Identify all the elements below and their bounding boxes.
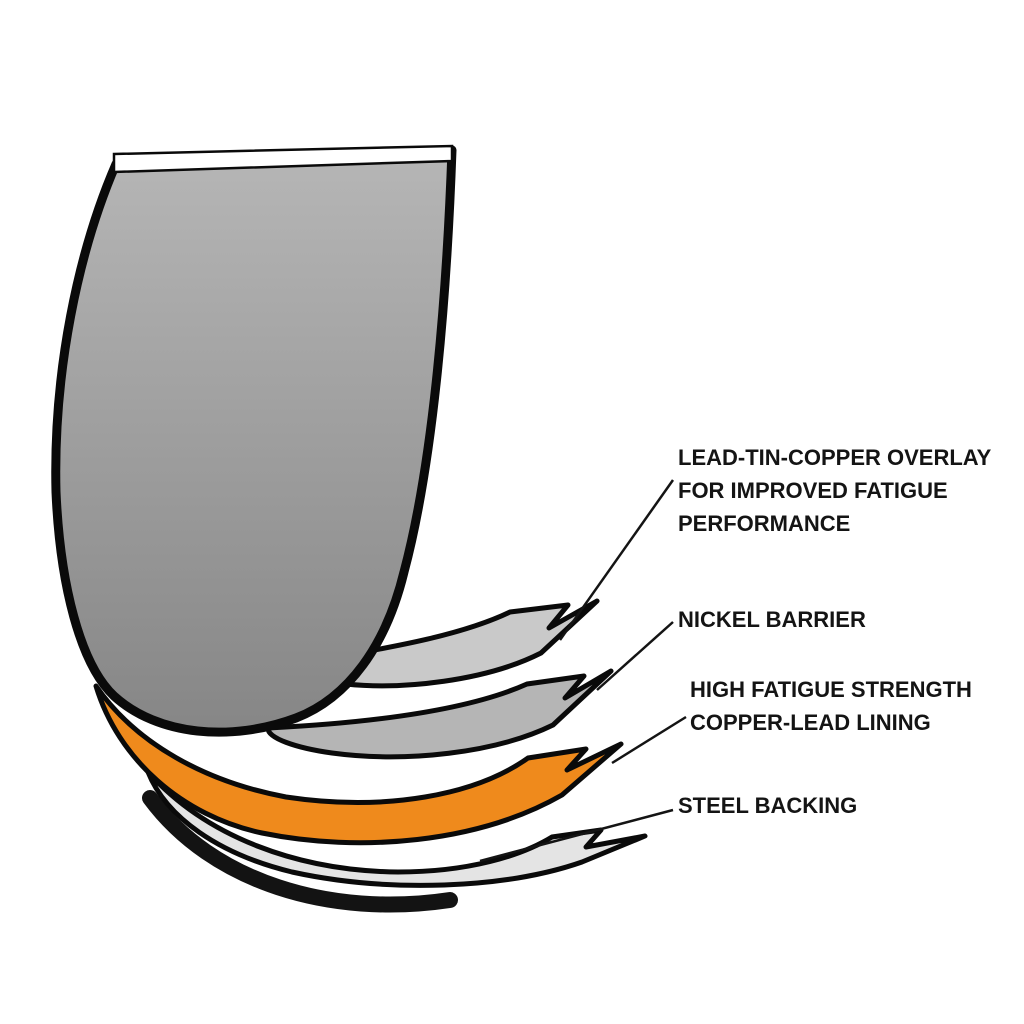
label-nickel-barrier: NICKEL BARRIER (678, 603, 866, 636)
label-overlay-line-3: PERFORMANCE (678, 511, 851, 536)
leader-line-steel (479, 808, 674, 863)
copper-lead-lining-layer-shape (93, 683, 624, 846)
label-overlay-line-2: FOR IMPROVED FATIGUE (678, 478, 948, 503)
label-steel-line-1: STEEL BACKING (678, 793, 858, 818)
nickel-barrier-layer-shape (265, 668, 614, 760)
label-copper-lead-lining: HIGH FATIGUE STRENGTH COPPER-LEAD LINING (690, 673, 972, 739)
label-copper-line-1: HIGH FATIGUE STRENGTH (690, 677, 972, 702)
steel-backing-layer-shape (145, 769, 648, 888)
shell-top-rim-highlight (112, 144, 454, 174)
bearing-outer-bottom-edge (142, 790, 458, 913)
leader-line-nickel (596, 621, 674, 691)
bearing-shell-shape (51, 145, 457, 737)
label-lead-tin-copper-overlay: LEAD-TIN-COPPER OVERLAY FOR IMPROVED FAT… (678, 441, 991, 540)
label-overlay-line-1: LEAD-TIN-COPPER OVERLAY (678, 445, 992, 470)
label-steel-backing: STEEL BACKING (678, 789, 857, 822)
leader-line-overlay (558, 479, 675, 641)
label-copper-line-2: COPPER-LEAD LINING (690, 710, 931, 735)
label-nickel-line-1: NICKEL BARRIER (678, 607, 866, 632)
leader-line-copper-lead (611, 715, 687, 765)
